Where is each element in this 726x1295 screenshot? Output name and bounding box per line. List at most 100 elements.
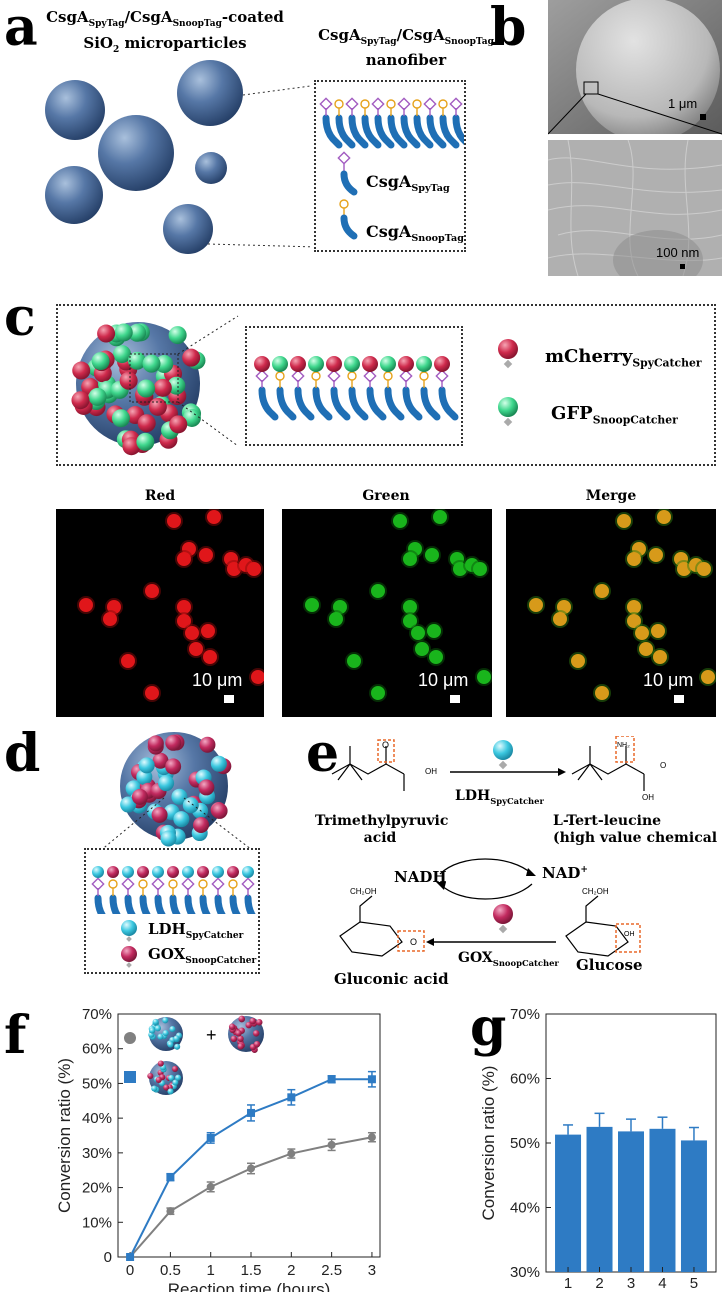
chart-f-legend-gox-particle <box>228 1015 264 1053</box>
legend-mcherry: mCherrySpyCatcher <box>545 346 702 370</box>
label-tert-leucine: L-Tert-leucine(high value chemical <box>553 813 718 846</box>
chart-g-xtick-label: 4 <box>658 1275 666 1292</box>
legend-ldh-gox-icons <box>121 920 137 968</box>
chart-f-series-1-point <box>367 1075 376 1084</box>
chart-g-bar <box>649 1128 676 1272</box>
legend-bead-icons <box>498 339 518 427</box>
chart-g-bar <box>555 1134 582 1272</box>
chart-f-series-0-point <box>287 1149 296 1158</box>
chart-f-xtick-label: 1 <box>207 1262 215 1279</box>
chart-g-bar <box>618 1131 644 1272</box>
chart-f-series-0-point <box>206 1182 215 1191</box>
chart-g-bar <box>586 1126 613 1272</box>
glucose-oh: OH <box>624 931 635 938</box>
chart-g-ytick-label: 30% <box>510 1264 540 1281</box>
glucose-ch2oh: CH₂OH <box>582 887 609 896</box>
panel-label-e: e <box>306 723 340 784</box>
label-glucose: Glucose <box>576 956 643 974</box>
channel-label-red: Red <box>144 488 176 504</box>
micrograph-red <box>56 509 264 717</box>
legend-gox: GOXSnoopCatcher <box>148 945 257 966</box>
channel-label-merge: Merge <box>585 488 637 504</box>
chart-f-ytick-label: 30% <box>82 1145 112 1162</box>
scale-10um-red: 10 μm <box>192 670 243 690</box>
chart-f-ytick-label: 50% <box>82 1075 112 1092</box>
chart-f-xlabel: Reaction time (hours) <box>168 1280 331 1292</box>
panel-c-zoom-box <box>245 326 463 446</box>
coated-particle-red-green <box>71 315 239 456</box>
sem-image-top <box>548 0 722 134</box>
panel-d-zoom-box <box>84 848 260 974</box>
chart-f-xtick-label: 3 <box>368 1262 376 1279</box>
panel-label-c: c <box>4 287 36 348</box>
chart-f-legend-marker-1 <box>124 1071 136 1083</box>
chart-f-ytick-label: 70% <box>82 1006 112 1023</box>
legend-ldh: LDHSpyCatcher <box>148 920 244 941</box>
chart-f-series-0-point <box>247 1164 256 1173</box>
scale-10um-green: 10 μm <box>418 670 469 690</box>
chart-f-xtick-label: 2 <box>287 1262 295 1279</box>
chart-g-ytick-label: 60% <box>510 1071 540 1088</box>
chart-f-xtick-label: 0 <box>126 1262 134 1279</box>
chart-f-ytick-label: 10% <box>82 1214 112 1231</box>
nanofiber-title: CsgASpyTag/CsgASnoopTag nanofiber <box>318 26 494 69</box>
chart-g-xtick-label: 3 <box>627 1275 635 1292</box>
keto-oxygen: O <box>382 740 389 750</box>
legend-csga-snooptag: CsgASnoopTag <box>366 222 464 245</box>
coated-particle-ldh-gox <box>102 732 251 848</box>
chart-f-series-1-point <box>247 1108 256 1117</box>
legend-gfp: GFPSnoopCatcher <box>551 403 678 427</box>
chart-f-ylabel: Conversion ratio (%) <box>55 1058 74 1213</box>
scale-label-1um: 1 μm <box>668 96 698 111</box>
chart-f-legend-plus: + <box>206 1025 217 1045</box>
acid-o-2: O <box>660 761 666 770</box>
chart-f-series-0-point <box>166 1207 175 1216</box>
sem-image-bottom <box>548 140 722 276</box>
panel-label-a: a <box>4 0 38 58</box>
chart-f-series-0-point <box>367 1133 376 1142</box>
nanofiber-diagram <box>319 97 464 240</box>
reaction-scheme: O OH NH₂ O OH CH₂OH O CH₂OH OH <box>331 736 666 957</box>
chart-g-ytick-label: 70% <box>510 1006 540 1023</box>
chart-g-ylabel: Conversion ratio (%) <box>479 1066 498 1221</box>
chart-g-ytick-label: 50% <box>510 1135 540 1152</box>
channel-label-green: Green <box>362 488 410 504</box>
microparticle-spheres <box>45 60 310 254</box>
chart-f-series-1-point <box>287 1093 296 1102</box>
chart-f-series-1-point <box>206 1133 215 1142</box>
micrograph-green <box>282 509 492 717</box>
scale-label-100nm: 100 nm <box>656 245 700 260</box>
acid-oh-2: OH <box>642 793 654 802</box>
legend-csga-spytag: CsgASpyTag <box>366 172 450 195</box>
amine-nh2: NH₂ <box>617 742 630 749</box>
chart-g: 30%40%50%60%70%12345Cycle numberConversi… <box>479 1006 717 1292</box>
micrograph-merge <box>506 509 716 717</box>
label-gluconic-acid: Gluconic acid <box>334 970 449 988</box>
chart-f-xtick-label: 1.5 <box>241 1262 262 1279</box>
nanofiber-ldh-gox <box>91 866 256 914</box>
chart-f-legend-marker-0 <box>124 1032 136 1044</box>
chart-f-series-0-line <box>129 1136 373 1258</box>
panel-label-b: b <box>490 0 527 58</box>
acid-oh-1: OH <box>425 767 437 776</box>
chart-f-ytick-label: 40% <box>82 1110 112 1127</box>
chart-f-ytick-label: 0 <box>104 1249 112 1266</box>
chart-g-xlabel: Cycle number <box>579 1290 684 1292</box>
nanofiber-with-catchers <box>254 356 459 421</box>
chart-g-xtick-label: 2 <box>595 1275 603 1292</box>
gluconic-ch2oh: CH₂OH <box>350 887 377 896</box>
chart-f-series-0-point <box>327 1140 336 1149</box>
chart-f-ytick-label: 60% <box>82 1041 112 1058</box>
chart-g-bar <box>680 1140 707 1272</box>
gluconic-o: O <box>410 937 417 947</box>
chart-f-legend-co-particle <box>147 1060 183 1095</box>
chart-f-series-1-point <box>327 1075 336 1084</box>
nanofiber-zoom-box <box>314 80 466 252</box>
chart-f-legend-ldh-particle <box>148 1017 183 1051</box>
panel-label-f: f <box>4 1005 27 1066</box>
chart-f-xtick-label: 0.5 <box>160 1262 181 1279</box>
chart-g-xtick-label: 1 <box>564 1275 572 1292</box>
scale-10um-merge: 10 μm <box>643 670 694 690</box>
chart-f-series-1-point <box>166 1173 175 1182</box>
